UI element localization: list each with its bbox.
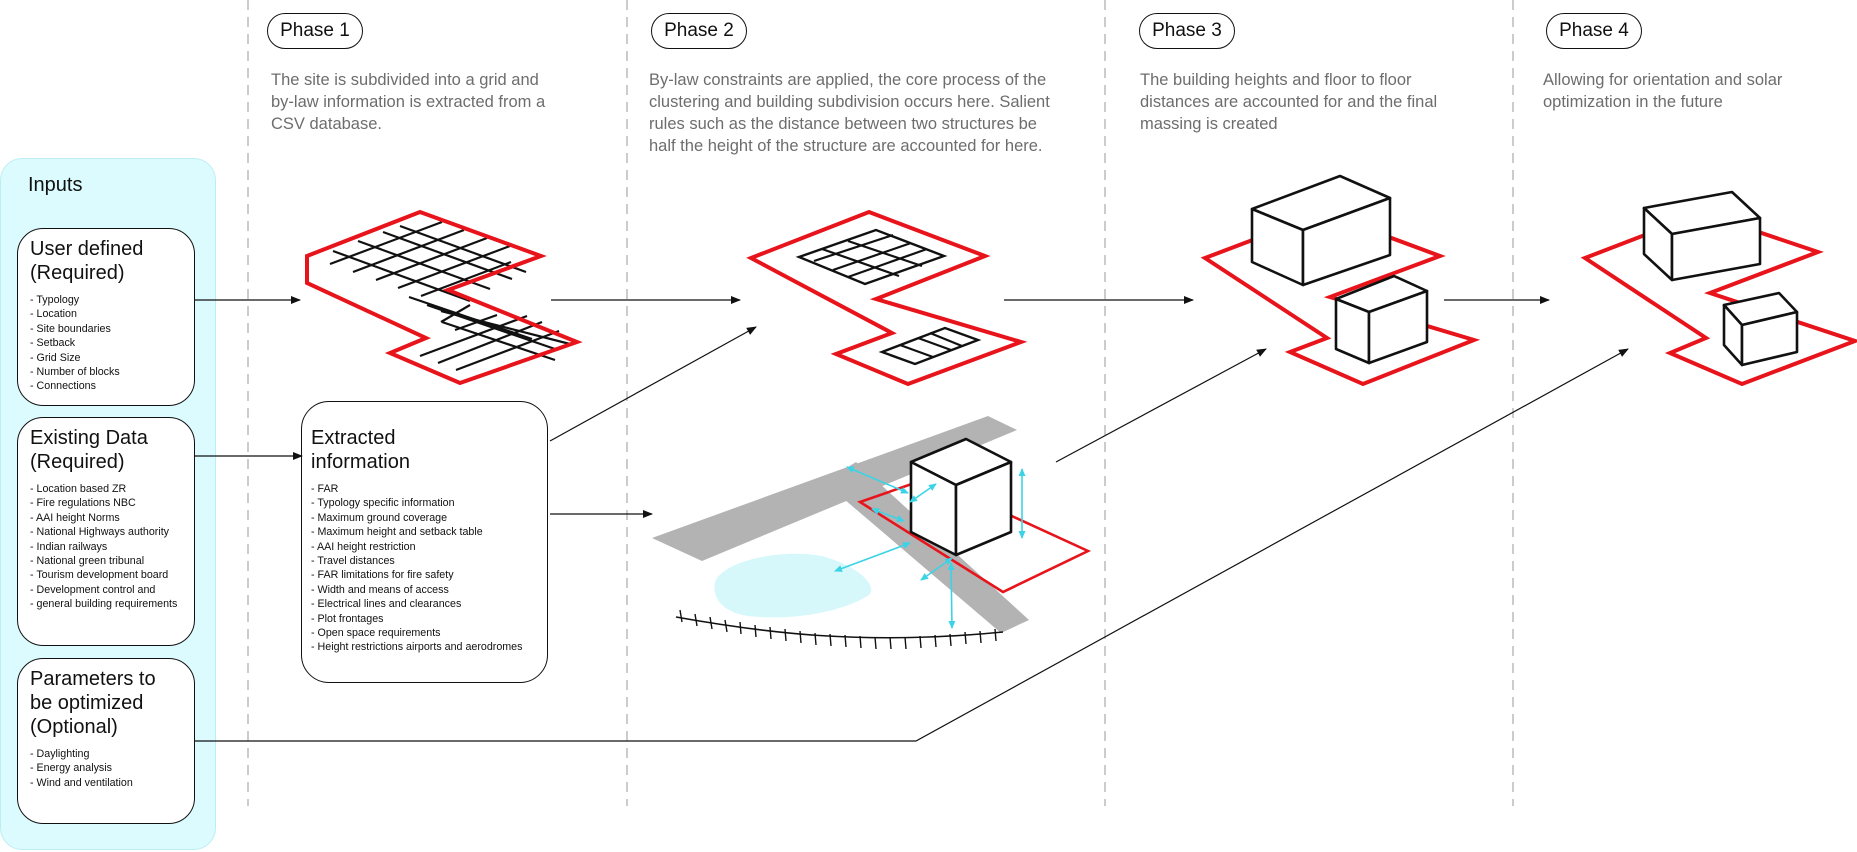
list-item: FAR limitations for fire safety: [311, 568, 537, 582]
existing-data-list: Location based ZRFire regulations NBCAAI…: [30, 482, 184, 612]
list-item: Electrical lines and clearances: [311, 597, 537, 611]
phase-1-label: Phase 1: [267, 13, 363, 49]
parameters-box: Parameters to be optimized (Optional) Da…: [17, 658, 195, 824]
list-item: general building requirements: [30, 597, 184, 611]
connector-arrows: [195, 296, 1629, 742]
phase-dividers: [247, 0, 1514, 806]
list-item: Daylighting: [30, 747, 184, 761]
list-item: Number of blocks: [30, 365, 184, 379]
list-item: Energy analysis: [30, 761, 184, 775]
user-defined-list: TypologyLocationSite boundariesSetbackGr…: [30, 293, 184, 394]
extracted-information-box: Extracted information FARTypology specif…: [301, 401, 548, 683]
user-defined-box: User defined (Required) TypologyLocation…: [17, 228, 195, 406]
phase1-grid-site: [305, 209, 583, 386]
phase-4-description: Allowing for orientation and solar optim…: [1543, 71, 1783, 111]
phase1-site-outline: [305, 209, 583, 386]
list-item: AAI height Norms: [30, 511, 184, 525]
phase4-building-small: [1722, 291, 1799, 367]
extracted-information-title: Extracted information: [311, 427, 410, 473]
list-item: Setback: [30, 336, 184, 350]
phase3-building-large: [1250, 174, 1392, 287]
phase-4-label: Phase 4: [1546, 13, 1642, 49]
road-branch: [824, 462, 1029, 633]
list-item: Open space requirements: [311, 626, 537, 640]
parameters-title: Parameters to be optimized (Optional): [30, 668, 156, 738]
list-item: AAI height restriction: [311, 540, 537, 554]
list-item: Travel distances: [311, 554, 537, 568]
inputs-title: Inputs: [28, 174, 83, 196]
list-item: National Highways authority: [30, 525, 184, 539]
phase2-block-cluster-2: [878, 326, 982, 366]
user-defined-title: User defined (Required): [30, 238, 144, 284]
arrow-site-to-phase3: [1055, 348, 1267, 463]
list-item: Location based ZR: [30, 482, 184, 496]
extracted-information-list: FARTypology specific informationMaximum …: [311, 482, 537, 655]
railway-line: [675, 609, 1004, 650]
list-item: Grid Size: [30, 351, 184, 365]
arrow-extracted-to-phase2: [549, 326, 757, 442]
site-building-box: [909, 437, 1013, 557]
arrow-parameters-to-phase4: [195, 348, 1629, 742]
phase4-massing: [1580, 190, 1857, 387]
existing-data-title: Existing Data (Required): [30, 427, 148, 473]
existing-data-box: Existing Data (Required) Location based …: [17, 417, 195, 646]
constraints-site-plan: [652, 416, 1092, 650]
list-item: Tourism development board: [30, 568, 184, 582]
phase3-massing: [1200, 174, 1481, 387]
list-item: Typology specific information: [311, 496, 537, 510]
list-item: Height restrictions airports and aerodro…: [311, 640, 537, 654]
list-item: Maximum height and setback table: [311, 525, 537, 539]
phase-1-description: The site is subdivided into a grid and b…: [271, 71, 546, 133]
phase-2-label: Phase 2: [651, 13, 747, 49]
list-item: Site boundaries: [30, 322, 184, 336]
list-item: Plot frontages: [311, 612, 537, 626]
list-item: Connections: [30, 379, 184, 393]
phase-3-description: The building heights and floor to floor …: [1140, 71, 1438, 133]
list-item: Wind and ventilation: [30, 776, 184, 790]
list-item: Indian railways: [30, 540, 184, 554]
phase2-site-outline: [746, 209, 1028, 387]
phase3-building-small: [1334, 274, 1429, 365]
list-item: Maximum ground coverage: [311, 511, 537, 525]
phase-3-label: Phase 3: [1139, 13, 1235, 49]
phase4-building-large: [1642, 190, 1762, 282]
list-item: Development control and: [30, 583, 184, 597]
phase2-site: [746, 209, 1028, 387]
list-item: Location: [30, 307, 184, 321]
water-body: [714, 553, 872, 618]
dimension-arrows: [834, 466, 1026, 629]
list-item: Typology: [30, 293, 184, 307]
parameters-list: DaylightingEnergy analysisWind and venti…: [30, 747, 184, 790]
list-item: National green tribunal: [30, 554, 184, 568]
list-item: FAR: [311, 482, 537, 496]
phase-2-description: By-law constraints are applied, the core…: [649, 71, 1050, 155]
list-item: Width and means of access: [311, 583, 537, 597]
list-item: Fire regulations NBC: [30, 496, 184, 510]
